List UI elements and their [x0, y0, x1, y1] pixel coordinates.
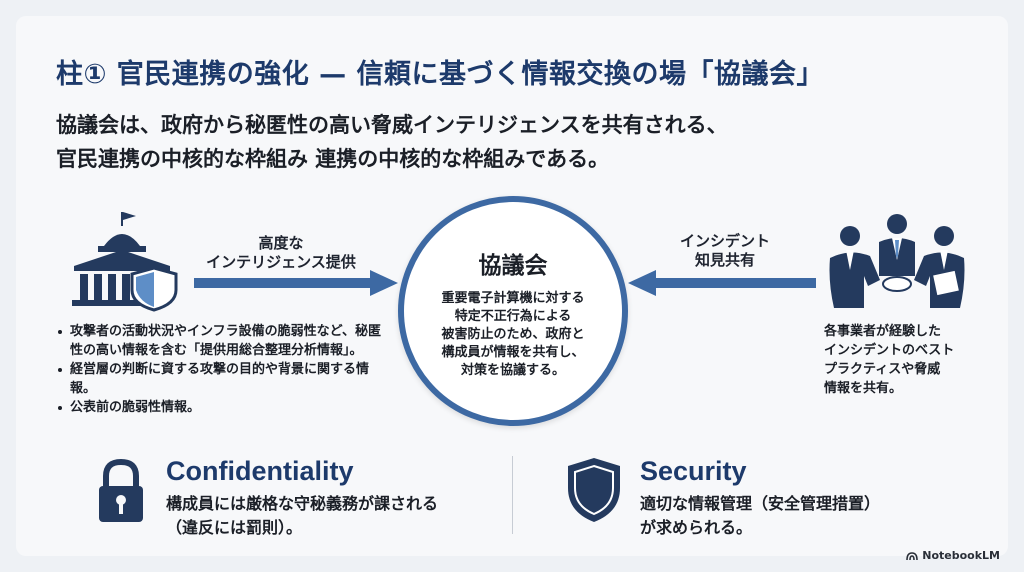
list-item: 攻撃者の活動状況やインフラ設備の脆弱性など、秘匿性の高い情報を含む「提供用総合整…	[56, 322, 386, 360]
confidentiality-title: Confidentiality	[166, 456, 354, 486]
watermark: NotebookLM	[906, 549, 1000, 562]
left-arrow	[194, 270, 398, 296]
notebooklm-logo-icon	[906, 551, 919, 560]
government-info-list: 攻撃者の活動状況やインフラ設備の脆弱性など、秘匿性の高い情報を含む「提供用総合整…	[56, 322, 386, 417]
slide-title: 柱① 官民連携の強化 — 信頼に基づく情報交換の場「協議会」	[56, 59, 825, 90]
left-arrow-label: 高度な インテリジェンス提供	[206, 234, 356, 271]
list-item: 公表前の脆弱性情報。	[56, 398, 386, 417]
shield-icon	[568, 458, 620, 522]
confidentiality-description: 構成員には厳格な守秘義務が課される （違反には罰則）。	[166, 494, 439, 537]
subtitle-line-1: 協議会は、政府から秘匿性の高い脅威インテリジェンスを共有される、	[56, 113, 728, 137]
council-circle: 協議会 重要電子計算機に対する 特定不正行為による 被害防止のため、政府と 構成…	[398, 196, 628, 426]
subtitle-line-2: 官民連携の中核的な枠組み 連携の中核的な枠組みである。	[56, 147, 610, 171]
security-description: 適切な情報管理（安全管理措置） が求められる。	[640, 494, 881, 537]
section-divider	[512, 456, 513, 534]
business-info-text: 各事業者が経験した インシデントのベスト プラクティスや脅威 情報を共有。	[824, 324, 955, 396]
government-building-icon	[72, 212, 178, 312]
right-arrow	[628, 270, 816, 296]
business-people-icon	[829, 214, 965, 308]
slide-subtitle: 協議会は、政府から秘匿性の高い脅威インテリジェンスを共有される、 官民連携の中核…	[56, 108, 728, 176]
security-title: Security	[640, 456, 747, 486]
council-description: 重要電子計算機に対する 特定不正行為による 被害防止のため、政府と 構成員が情報…	[441, 291, 585, 378]
list-item: 経営層の判断に資する攻撃の目的や背景に関する情報。	[56, 360, 386, 398]
right-arrow-label: インシデント 知見共有	[679, 232, 770, 269]
council-title: 協議会	[478, 253, 548, 279]
lock-icon	[99, 458, 143, 522]
